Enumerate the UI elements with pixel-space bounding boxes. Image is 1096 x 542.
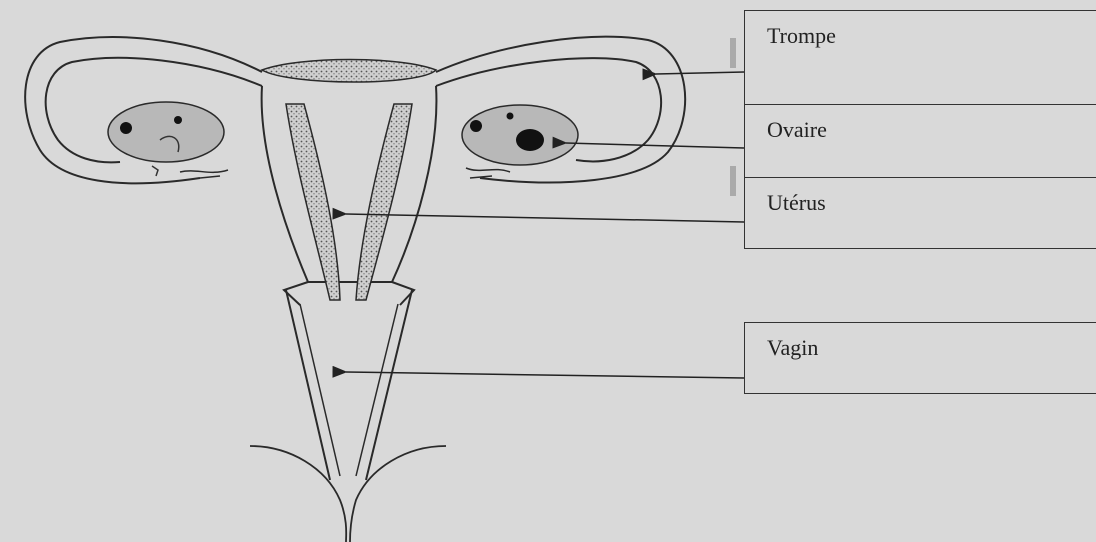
right-fimbria: [466, 168, 510, 178]
label-trompe: Trompe: [767, 23, 836, 49]
uterine-lining: [286, 104, 340, 300]
label-box-vagin: Vagin: [744, 322, 1096, 394]
label-box-uterus: Utérus: [744, 177, 1096, 249]
label-box-trompe: Trompe: [744, 10, 1096, 105]
vagin-arrow: [346, 372, 744, 378]
label-ovaire: Ovaire: [767, 117, 827, 143]
uterus-arrow: [346, 214, 744, 222]
label-uterus: Utérus: [767, 190, 826, 216]
vulva: [250, 446, 446, 542]
label-vagin: Vagin: [767, 335, 818, 361]
label-box-ovaire: Ovaire: [744, 104, 1096, 178]
vagina-outer: [286, 290, 412, 480]
ovaire-arrow: [566, 143, 744, 148]
cervix: [284, 282, 414, 305]
vagina-inner: [300, 304, 398, 476]
left-fimbria: [180, 170, 228, 178]
uterus-fundus: [262, 60, 436, 83]
trompe-arrow: [656, 72, 744, 74]
